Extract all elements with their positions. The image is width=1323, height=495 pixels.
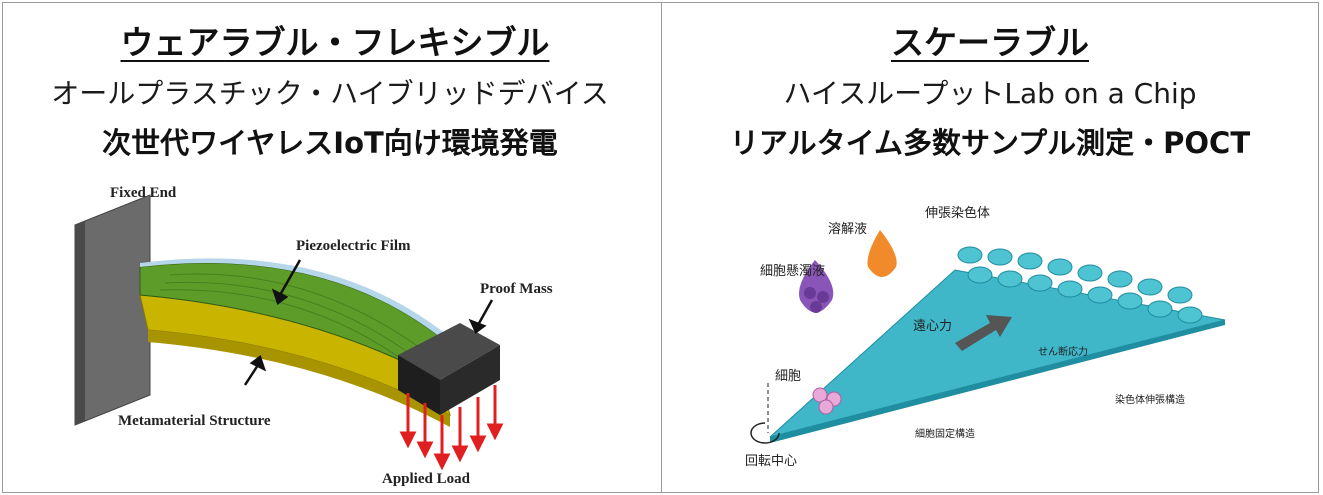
chip-body — [769, 269, 1226, 438]
label-cell: 細胞 — [775, 369, 801, 384]
cell-cluster — [812, 387, 842, 415]
piezo-harvester-diagram: Fixed End Piezoelectric Film Proof Mass … — [74, 185, 553, 487]
fixed-end-wall — [74, 194, 151, 426]
left-title: ウェアラブル・フレキシブル — [120, 23, 550, 62]
label-cell-suspension: 細胞懸濁液 — [760, 263, 825, 279]
label-rotation-center: 回転中心 — [745, 454, 797, 469]
left-subtitle: オールプラスチック・ハイブリッドデバイス — [51, 77, 609, 110]
label-piezo-film: Piezoelectric Film — [296, 238, 411, 254]
lysis-droplet — [867, 230, 897, 277]
label-chromosome-stretch: 染色体伸張構造 — [1115, 393, 1185, 406]
right-subtitle: ハイスループットLab on a Chip — [783, 77, 1197, 110]
right-title: スケーラブル — [891, 23, 1089, 62]
label-shear-stress: せん断応力 — [1038, 345, 1088, 358]
centrifugal-arrow — [955, 315, 1012, 351]
label-fixed-end: Fixed End — [110, 185, 177, 201]
rotation-center-icon — [750, 422, 780, 444]
right-headline: リアルタイム多数サンプル測定・POCT — [729, 126, 1251, 160]
left-headline: 次世代ワイヤレスIoT向け環境発電 — [102, 126, 558, 160]
label-centrifugal: 遠心力 — [913, 319, 952, 334]
lab-on-chip-diagram: 伸張染色体 溶解液 細胞懸濁液 遠心力 せん断応力 細胞 回転中心 細胞固定構造… — [745, 205, 1226, 469]
proof-mass-top — [398, 323, 500, 380]
applied-load-arrows — [399, 385, 504, 471]
label-proof-mass: Proof Mass — [480, 281, 553, 297]
label-metamaterial: Metamaterial Structure — [118, 413, 271, 429]
column-divider — [661, 2, 662, 493]
label-stretched-chromosome: 伸張染色体 — [925, 205, 990, 221]
label-cell-fixing: 細胞固定構造 — [915, 427, 975, 440]
label-lysis: 溶解液 — [828, 222, 867, 237]
pillar-array — [957, 246, 1203, 324]
label-applied-load: Applied Load — [382, 471, 471, 487]
